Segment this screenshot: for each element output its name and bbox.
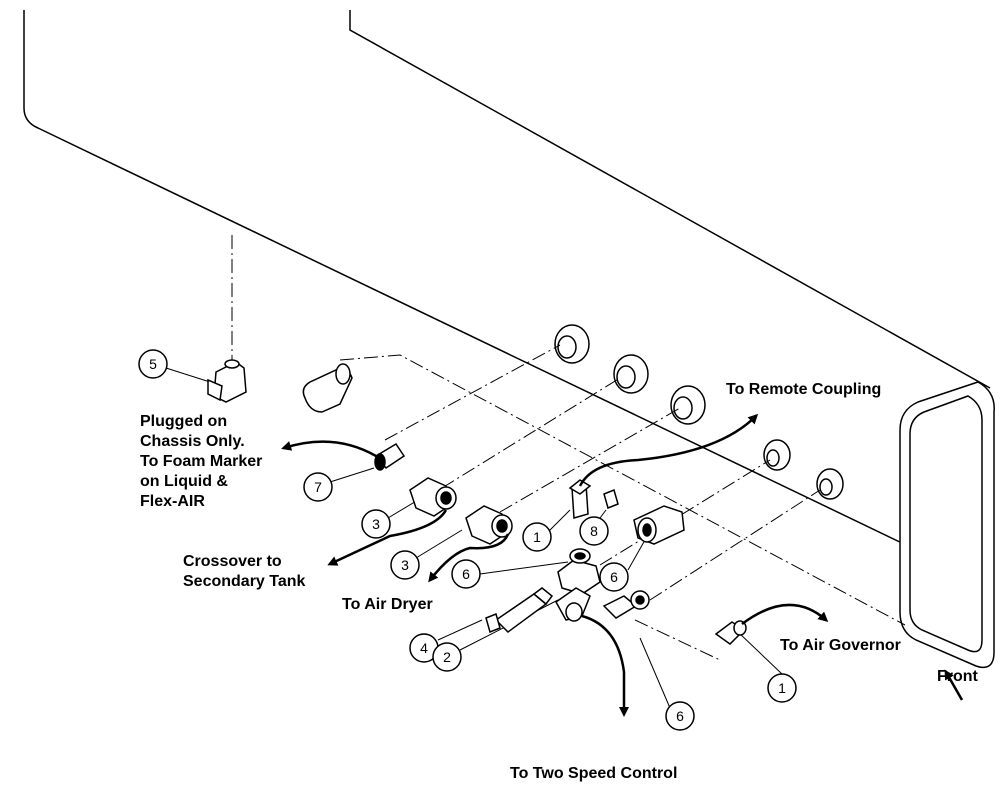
label-front: Front bbox=[937, 668, 979, 685]
label-plugged-line-4: on Liquid & bbox=[140, 473, 228, 490]
svg-text:7: 7 bbox=[314, 479, 322, 495]
grommet-5 bbox=[816, 468, 844, 500]
label-plugged-line-2: Chassis Only. bbox=[140, 433, 245, 450]
part-6-union bbox=[602, 590, 650, 619]
svg-text:3: 3 bbox=[372, 516, 380, 532]
part-4-valve bbox=[485, 587, 554, 634]
svg-text:5: 5 bbox=[149, 356, 157, 372]
callout-8: 8 bbox=[579, 516, 609, 546]
part-6-elbow bbox=[633, 505, 685, 545]
labels: Plugged on Chassis Only. To Foam Marker … bbox=[140, 381, 979, 782]
part-elbow-plugged bbox=[302, 363, 353, 413]
label-plugged-line-5: Flex-AIR bbox=[140, 493, 205, 510]
grommet-1 bbox=[554, 324, 590, 364]
grommets bbox=[554, 324, 844, 500]
callout-1a: 1 bbox=[522, 522, 552, 552]
arrow-air-governor bbox=[741, 603, 829, 626]
callout-3b: 3 bbox=[390, 550, 420, 580]
callouts: 5 7 3 3 1 8 6 6 4 2 6 1 bbox=[138, 349, 797, 731]
callout-6b: 6 bbox=[599, 562, 629, 592]
grommet-4 bbox=[763, 439, 791, 471]
svg-text:2: 2 bbox=[443, 649, 451, 665]
callout-6a: 6 bbox=[451, 559, 481, 589]
part-1-nipple-b bbox=[714, 620, 747, 645]
leader-lines bbox=[231, 235, 906, 661]
part-5-plug-fitting bbox=[207, 359, 247, 403]
frame-rail-end-outer bbox=[899, 381, 995, 669]
svg-text:4: 4 bbox=[420, 640, 428, 656]
label-remote-coupling: To Remote Coupling bbox=[726, 381, 881, 398]
grommet-2 bbox=[613, 354, 649, 394]
grommet-3 bbox=[670, 385, 706, 425]
arrow-front bbox=[944, 669, 964, 701]
label-air-dryer: To Air Dryer bbox=[342, 596, 433, 613]
label-air-governor: To Air Governor bbox=[780, 637, 901, 654]
callout-1b: 1 bbox=[767, 673, 797, 703]
svg-text:6: 6 bbox=[676, 708, 684, 724]
label-plugged-line-1: Plugged on bbox=[140, 413, 227, 430]
label-two-speed-control: To Two Speed Control bbox=[510, 765, 677, 782]
label-crossover-line-2: Secondary Tank bbox=[183, 573, 306, 590]
callout-7: 7 bbox=[303, 472, 333, 502]
frame-rail bbox=[23, 10, 995, 669]
arrow-air-dryer bbox=[428, 533, 510, 583]
svg-text:6: 6 bbox=[462, 566, 470, 582]
callout-6c: 6 bbox=[665, 701, 695, 731]
frame-rail-upper-edge bbox=[349, 10, 991, 389]
svg-text:8: 8 bbox=[590, 523, 598, 539]
frame-rail-top-edge bbox=[23, 10, 905, 545]
svg-text:6: 6 bbox=[610, 569, 618, 585]
part-3-elbow-b bbox=[465, 505, 513, 545]
arrow-crossover bbox=[327, 509, 448, 566]
arrow-remote-coupling bbox=[578, 413, 759, 487]
callout-5: 5 bbox=[138, 349, 168, 379]
svg-text:1: 1 bbox=[533, 529, 541, 545]
part-7-cap bbox=[374, 442, 406, 471]
arrow-plugged bbox=[281, 440, 377, 458]
routing-arrows bbox=[281, 413, 964, 717]
svg-text:1: 1 bbox=[778, 680, 786, 696]
callout-3a: 3 bbox=[361, 509, 391, 539]
part-2-elbow bbox=[555, 587, 591, 622]
arrow-two-speed bbox=[581, 614, 629, 717]
part-6-tee bbox=[557, 548, 601, 595]
label-plugged-line-3: To Foam Marker bbox=[140, 453, 262, 470]
part-8-plug bbox=[603, 488, 619, 510]
frame-rail-end-inner bbox=[909, 395, 983, 653]
svg-text:3: 3 bbox=[401, 557, 409, 573]
part-3-elbow-a bbox=[409, 477, 457, 517]
callout-2: 2 bbox=[432, 642, 462, 672]
label-crossover-line-1: Crossover to bbox=[183, 553, 282, 570]
